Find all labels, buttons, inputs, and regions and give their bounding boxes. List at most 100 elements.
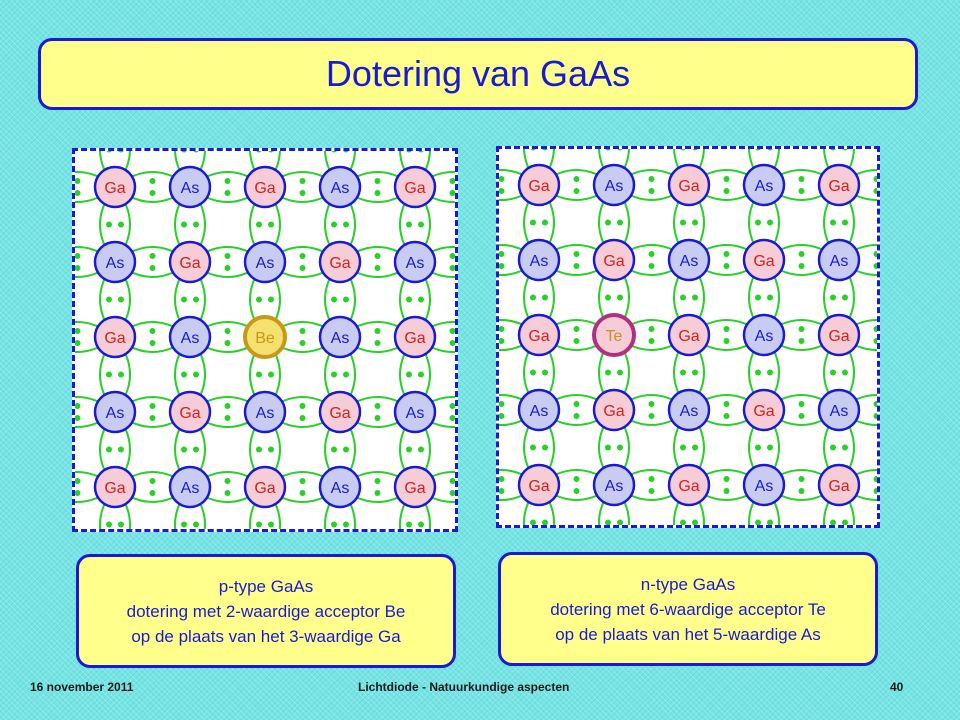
electron-dot bbox=[499, 251, 505, 257]
electron-dot bbox=[842, 519, 848, 525]
electron-dot bbox=[406, 221, 412, 228]
atom-label: Be bbox=[255, 330, 275, 347]
atom-circle bbox=[168, 465, 212, 509]
electron-dot bbox=[542, 219, 548, 226]
atom-ga: Ga bbox=[742, 238, 786, 282]
electron-dot bbox=[118, 151, 124, 153]
atom-label: As bbox=[830, 403, 849, 420]
atom-label: Ga bbox=[828, 178, 849, 195]
electron-dot bbox=[449, 478, 455, 484]
atom-ga: Ga bbox=[592, 238, 636, 282]
electron-dot bbox=[573, 488, 580, 494]
atom-circle bbox=[168, 390, 212, 434]
electron-dot bbox=[106, 221, 112, 228]
electron-dot bbox=[798, 476, 805, 482]
atom-label: Te bbox=[606, 328, 623, 345]
electron-dot bbox=[268, 296, 274, 303]
electron-dot bbox=[106, 446, 112, 453]
atom-label: Ga bbox=[828, 478, 849, 495]
atom-label: As bbox=[256, 255, 275, 272]
atom-circle bbox=[393, 315, 437, 359]
electron-dot bbox=[224, 190, 231, 196]
vertical-bond bbox=[324, 485, 356, 529]
n-type-caption-line3: op de plaats van het 5-waardige As bbox=[555, 624, 821, 644]
electron-dot bbox=[343, 296, 349, 303]
electron-dot bbox=[418, 521, 424, 528]
atom-ga: Ga bbox=[517, 463, 561, 507]
electron-dot bbox=[573, 263, 580, 269]
electron-dot bbox=[181, 446, 187, 453]
electron-dot bbox=[374, 478, 381, 484]
electron-dot bbox=[449, 253, 455, 259]
electron-dot bbox=[542, 369, 548, 376]
electron-dot bbox=[767, 519, 773, 525]
vertical-bond bbox=[399, 485, 431, 529]
electron-dot bbox=[418, 371, 424, 378]
electron-dot bbox=[449, 178, 455, 184]
electron-dot bbox=[118, 221, 124, 228]
atom-ga: Ga bbox=[667, 463, 711, 507]
atom-as: As bbox=[742, 313, 786, 357]
atom-circle bbox=[667, 238, 711, 282]
atom-label: As bbox=[181, 180, 200, 197]
atom-label: Ga bbox=[528, 178, 549, 195]
electron-dot bbox=[605, 294, 611, 301]
atom-circle bbox=[817, 463, 861, 507]
electron-dot bbox=[149, 415, 156, 421]
electron-dot bbox=[224, 490, 231, 496]
electron-dot bbox=[873, 488, 877, 494]
atom-ga: Ga bbox=[393, 165, 437, 209]
electron-dot bbox=[181, 371, 187, 378]
atom-ga: Ga bbox=[243, 165, 287, 209]
atom-circle bbox=[742, 463, 786, 507]
electron-dot bbox=[374, 415, 381, 421]
electron-dot bbox=[149, 403, 156, 409]
electron-dot bbox=[343, 221, 349, 228]
vertical-bond bbox=[523, 483, 555, 525]
electron-dot bbox=[842, 444, 848, 451]
electron-dot bbox=[75, 328, 81, 334]
atom-label: As bbox=[830, 253, 849, 270]
electron-dot bbox=[873, 326, 877, 332]
electron-dot bbox=[723, 251, 730, 257]
electron-dot bbox=[118, 296, 124, 303]
atom-circle bbox=[517, 463, 561, 507]
electron-dot bbox=[118, 371, 124, 378]
electron-dot bbox=[755, 149, 761, 151]
atom-label: Ga bbox=[603, 253, 624, 270]
electron-dot bbox=[798, 263, 805, 269]
atom-label: As bbox=[331, 330, 350, 347]
electron-dot bbox=[149, 178, 156, 184]
atom-circle bbox=[517, 388, 561, 432]
electron-dot bbox=[648, 413, 655, 419]
atom-as: As bbox=[742, 463, 786, 507]
electron-dot bbox=[331, 151, 337, 153]
electron-dot bbox=[449, 265, 455, 271]
atom-as: As bbox=[243, 240, 287, 284]
electron-dot bbox=[873, 401, 877, 407]
atom-te: Te bbox=[592, 313, 636, 357]
atom-label: As bbox=[530, 403, 549, 420]
atom-label: Ga bbox=[528, 478, 549, 495]
electron-dot bbox=[268, 221, 274, 228]
atom-as: As bbox=[667, 238, 711, 282]
atom-circle bbox=[168, 165, 212, 209]
atom-circle bbox=[243, 240, 287, 284]
electron-dot bbox=[106, 371, 112, 378]
electron-dot bbox=[299, 490, 306, 496]
atom-label: As bbox=[181, 330, 200, 347]
electron-dot bbox=[692, 519, 698, 525]
atom-circle bbox=[742, 313, 786, 357]
footer-page-number: 40 bbox=[890, 680, 904, 694]
electron-dot bbox=[418, 446, 424, 453]
atom-ga: Ga bbox=[742, 388, 786, 432]
electron-dot bbox=[605, 519, 611, 525]
electron-dot bbox=[118, 521, 124, 528]
electron-dot bbox=[530, 369, 536, 376]
electron-dot bbox=[149, 478, 156, 484]
electron-dot bbox=[605, 149, 611, 151]
electron-dot bbox=[767, 219, 773, 226]
electron-dot bbox=[842, 219, 848, 226]
